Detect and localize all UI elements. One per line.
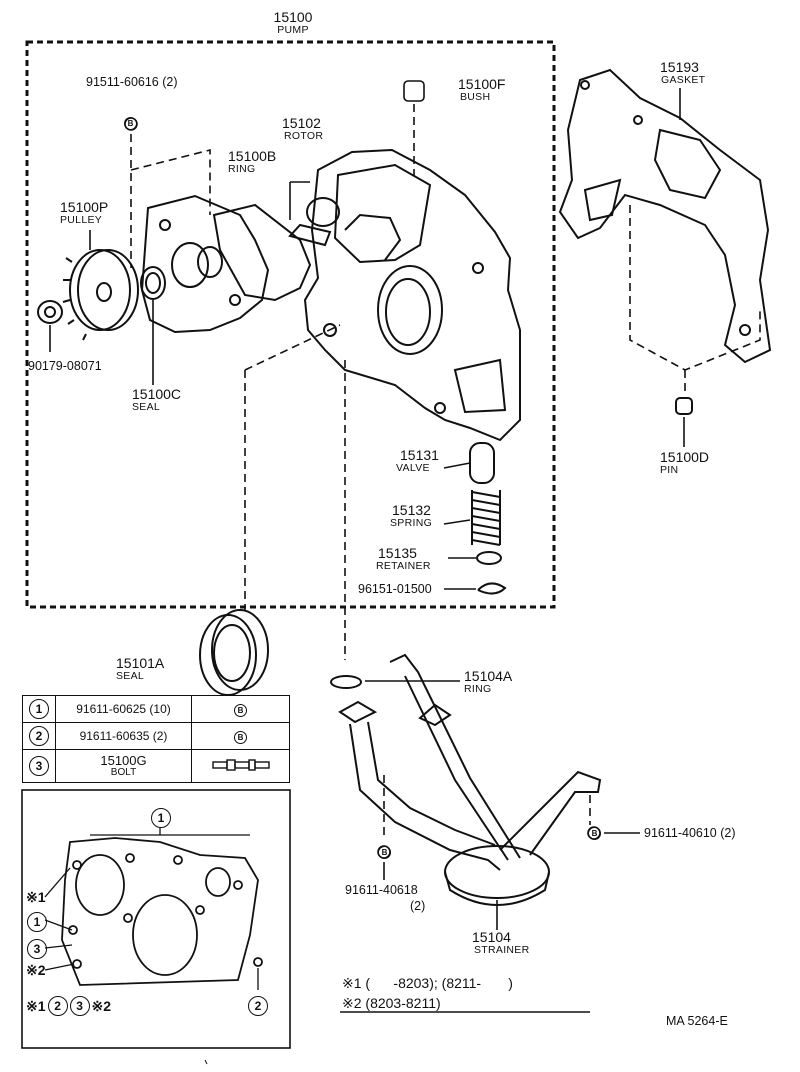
bolt-strainer-qty: (2) (410, 899, 426, 913)
seal-a-number: 15101A (116, 655, 165, 671)
spring-number: 15132 (392, 502, 431, 518)
bolt-location-box (21, 789, 291, 1049)
clip-icon (477, 582, 507, 595)
legend-part: 15100G (100, 752, 147, 768)
valve-name: VALVE (396, 462, 430, 474)
legend-row: 2 91611-60635 (2) B (22, 722, 290, 750)
pin-icon (675, 397, 693, 415)
seq-3: 3 (69, 996, 90, 1016)
callout-3-left: 3 (27, 939, 47, 959)
retainer-icon (476, 551, 502, 565)
pump-body (303, 148, 521, 442)
stud-bolt-icon (211, 758, 270, 771)
pump-name: PUMP (277, 24, 309, 36)
rotor-number: 15102 (282, 115, 321, 131)
retainer-name: RETAINER (376, 560, 431, 572)
bolt-right-mark: B (588, 827, 601, 840)
seal-a-icon (199, 609, 269, 696)
pump-number: 15100 (273, 9, 313, 25)
pin-name: PIN (660, 464, 679, 476)
callout-star2: ※2 (26, 962, 46, 978)
pulley-icon (62, 249, 139, 341)
legend-part: 91611-60625 (10) (55, 695, 192, 723)
legend-mark: B (234, 730, 247, 744)
bolt-strainer-mark: B (378, 846, 391, 859)
bolt-top-number: 91511-60616 (2) (86, 75, 178, 89)
seq-star1: ※1 (26, 998, 46, 1014)
legend-mark: B (234, 703, 247, 717)
legend-index: 3 (29, 756, 49, 776)
bush-number: 15100F (458, 76, 506, 92)
pin-number: 15100D (660, 449, 710, 465)
seal-a-name: SEAL (116, 670, 145, 682)
strainer-icon (338, 653, 602, 906)
legend-part: 91611-60635 (2) (55, 722, 192, 750)
bush-icon (403, 80, 425, 102)
callout-1-top: 1 (151, 808, 171, 828)
callout-2-right: 2 (248, 996, 268, 1016)
bottom-sequence: ※1 2 3 ※2 (26, 996, 111, 1016)
ring-b-number: 15100B (228, 148, 277, 164)
seal-c-name: SEAL (132, 401, 161, 413)
valve-number: 15131 (400, 447, 439, 463)
legend-row: 3 15100G BOLT (22, 749, 290, 783)
spring-name: SPRING (390, 517, 433, 529)
pulley-name: PULLEY (60, 214, 103, 226)
ring-b-name: RING (228, 163, 256, 175)
legend-index: 2 (29, 726, 49, 746)
nut-number: 90179-08071 (28, 359, 102, 373)
ring-a-icon (330, 675, 362, 689)
pump-front-view (61, 837, 263, 986)
ring-a-number: 15104A (464, 668, 513, 684)
pump-group-box (25, 40, 556, 609)
gasket-icon (558, 68, 772, 364)
seq-star2: ※2 (91, 998, 112, 1014)
bolt-legend-table: 1 91611-60625 (10) B 2 91611-60635 (2) B… (22, 695, 290, 783)
strainer-number: 15104 (472, 929, 511, 945)
gasket-number: 15193 (660, 59, 699, 75)
bush-name: BUSH (460, 91, 491, 103)
ring-b-icon (212, 203, 312, 302)
figure-code: MA 5264-E (666, 1014, 728, 1028)
gasket-name: GASKET (661, 74, 706, 86)
bolt-right-number: 91611-40610 (2) (644, 826, 736, 840)
legend-part-sub: BOLT (110, 766, 137, 778)
rotor-name: ROTOR (284, 130, 324, 142)
ring-a-name: RING (464, 683, 492, 695)
footnote-2: ※2 (8203-8211) (342, 995, 441, 1011)
spring-icon (471, 490, 501, 546)
retainer-number: 15135 (378, 545, 417, 561)
valve-icon (469, 442, 495, 484)
pulley-number: 15100P (60, 199, 109, 215)
seal-c-icon (140, 266, 166, 300)
pump-housing (140, 194, 270, 334)
strainer-name: STRAINER (474, 944, 530, 956)
seal-c-number: 15100C (132, 386, 182, 402)
legend-row: 1 91611-60625 (10) B (22, 695, 290, 723)
legend-index: 1 (29, 699, 49, 719)
bolt-strainer-number: 91611-40618 (345, 883, 418, 897)
callout-1-left: 1 (27, 912, 47, 932)
rotor-icon (288, 197, 340, 247)
nut-icon (37, 300, 63, 324)
clip-number: 96151-01500 (358, 582, 432, 596)
seq-2: 2 (47, 996, 68, 1016)
bolt-top-mark: B (124, 117, 137, 130)
footnote-1: ※1 ( -8203); (8211- ) (342, 975, 513, 991)
callout-star1: ※1 (26, 889, 46, 905)
